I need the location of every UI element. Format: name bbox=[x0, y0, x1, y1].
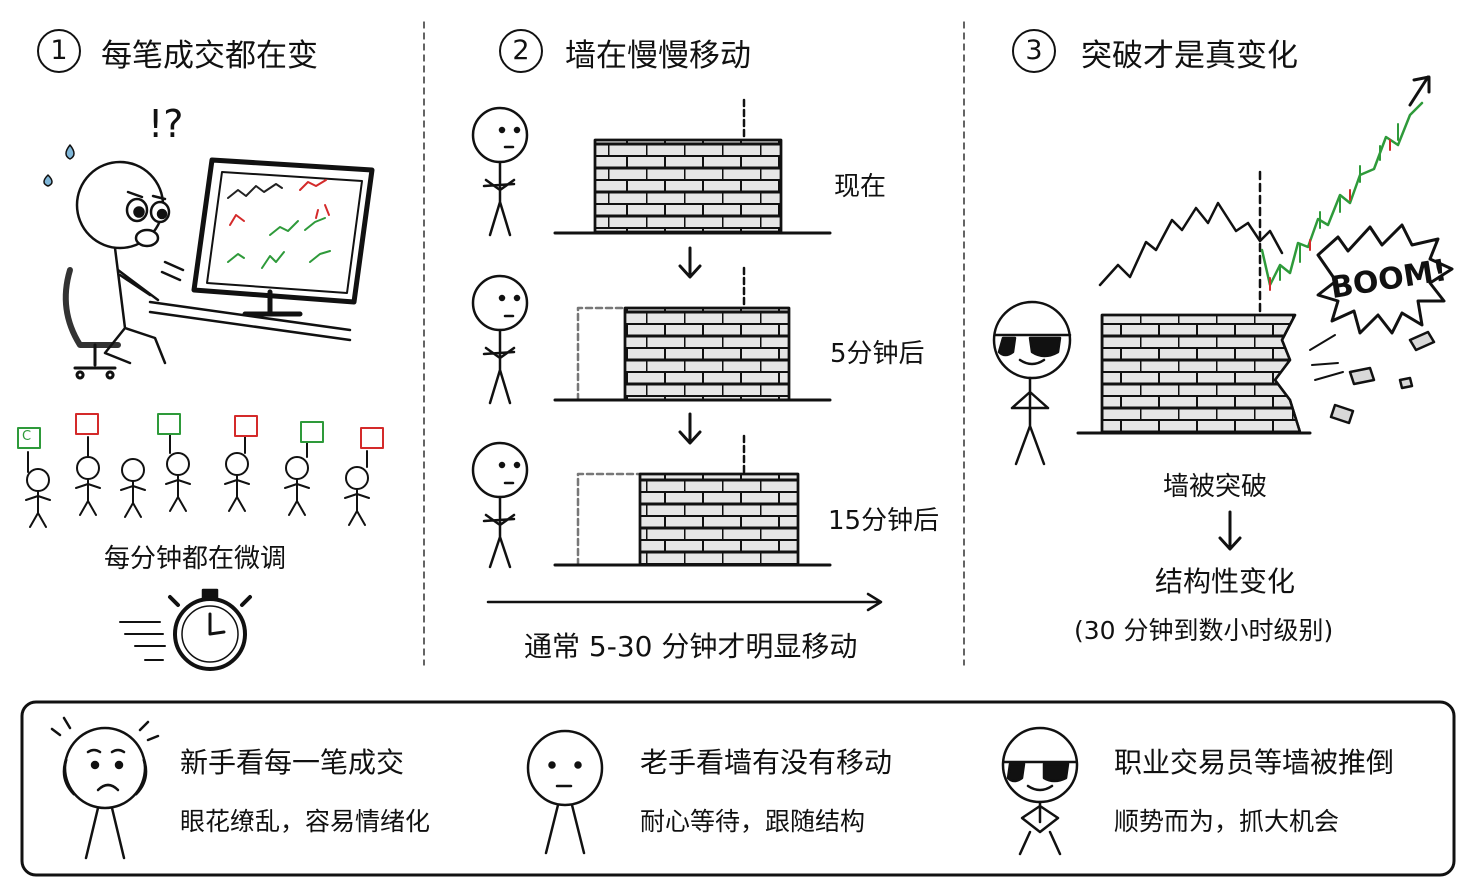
panel-2-title: 墙在慢慢移动 bbox=[565, 38, 751, 74]
pro-face bbox=[1001, 726, 1079, 856]
step-number-3: 3 bbox=[1012, 29, 1056, 73]
structural-change-label: 结构性变化 bbox=[1155, 565, 1296, 598]
panel-1-title: 每笔成交都在变 bbox=[101, 38, 318, 74]
panel-3-title: 突破才是真变化 bbox=[1081, 38, 1298, 74]
panel-2-caption: 通常 5-30 分钟才明显移动 bbox=[524, 630, 858, 663]
panicked-trader-scene bbox=[43, 144, 375, 380]
panel-1-caption: 每分钟都在微调 bbox=[104, 544, 287, 574]
crowd bbox=[17, 413, 384, 528]
veteran-face bbox=[526, 729, 604, 855]
row-label-now: 现在 bbox=[834, 172, 887, 202]
row-label-15min: 15分钟后 bbox=[828, 506, 940, 536]
step-number-2: 2 bbox=[499, 29, 543, 73]
veteran-subtitle: 耐心等待，跟随结构 bbox=[640, 807, 866, 836]
summary-box bbox=[20, 700, 1456, 877]
flag-letter: C bbox=[22, 429, 32, 444]
stopwatch-icon bbox=[119, 588, 252, 671]
breakout-scene bbox=[992, 75, 1454, 551]
novice-face bbox=[50, 716, 160, 860]
cool-trader bbox=[992, 300, 1072, 466]
timeframe-note: (30 分钟到数小时级别) bbox=[1074, 616, 1334, 645]
row-label-5min: 5分钟后 bbox=[830, 339, 925, 369]
pro-subtitle: 顺势而为，抓大机会 bbox=[1114, 807, 1340, 836]
novice-title: 新手看每一笔成交 bbox=[180, 746, 405, 779]
veteran-title: 老手看墙有没有移动 bbox=[640, 746, 893, 779]
boom-burst bbox=[1316, 223, 1454, 335]
stick-figure bbox=[471, 106, 529, 237]
exclamation-mark: !? bbox=[148, 102, 184, 146]
wall-broken-label: 墙被突破 bbox=[1163, 472, 1268, 502]
novice-subtitle: 眼花缭乱，容易情绪化 bbox=[180, 807, 431, 836]
pro-title: 职业交易员等墙被推倒 bbox=[1114, 746, 1395, 779]
step-number-1: 1 bbox=[37, 29, 81, 73]
wall-rows bbox=[471, 98, 883, 612]
